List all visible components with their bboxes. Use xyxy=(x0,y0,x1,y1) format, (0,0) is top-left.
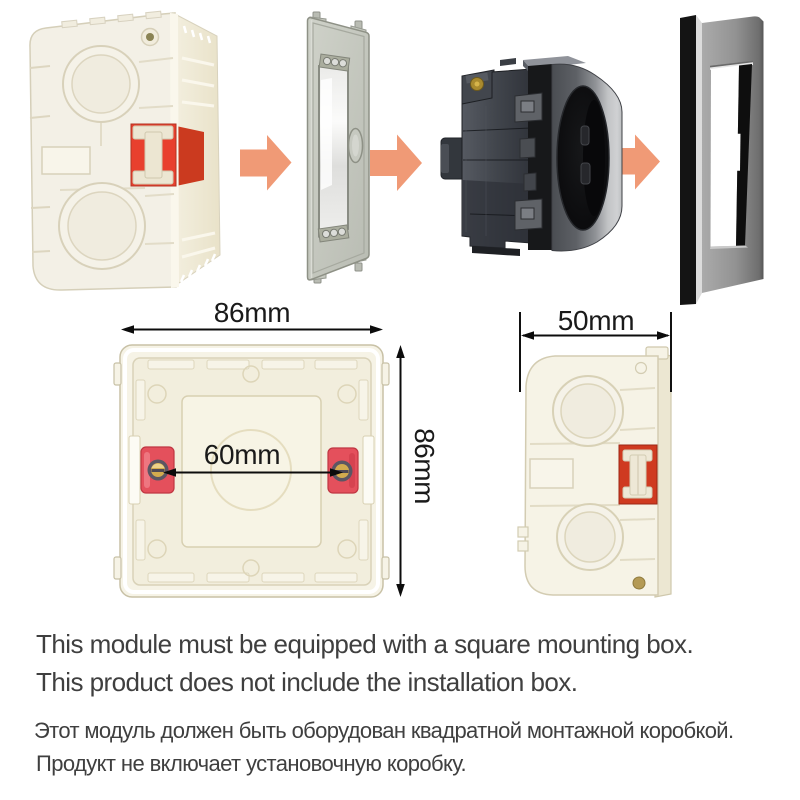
svg-text:Продукт не включает установочн: Продукт не включает установочную коробку… xyxy=(36,751,466,776)
svg-text:This product does not include: This product does not include the instal… xyxy=(36,667,577,697)
svg-text:This module must be equipped w: This module must be equipped with a squa… xyxy=(36,629,693,659)
svg-text:86mm: 86mm xyxy=(409,428,440,504)
svg-text:50mm: 50mm xyxy=(558,305,635,336)
svg-text:Этот модуль должен быть оборуд: Этот модуль должен быть оборудован квадр… xyxy=(34,718,733,743)
svg-text:60mm: 60mm xyxy=(204,439,281,470)
svg-text:86mm: 86mm xyxy=(214,297,291,328)
